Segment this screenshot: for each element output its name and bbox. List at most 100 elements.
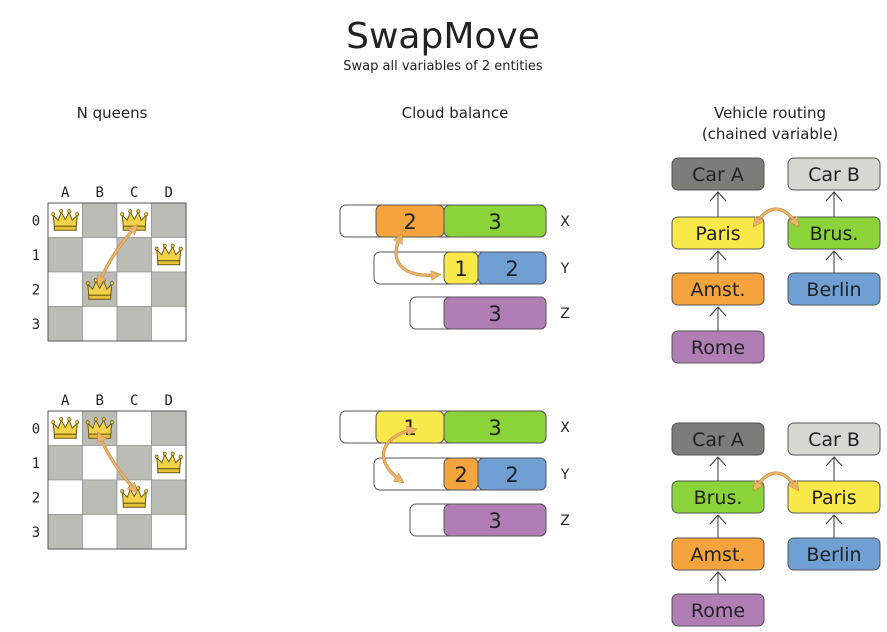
nqueens-title: N queens: [77, 104, 148, 122]
node-label: Berlin: [806, 544, 861, 566]
swap-arrow: [100, 436, 135, 489]
board-square: [47, 479, 83, 515]
board-square: [151, 202, 187, 238]
board-square: [82, 237, 118, 273]
board-col-label: D: [165, 393, 173, 409]
board-square: [116, 271, 152, 307]
process-value: 2: [454, 463, 467, 487]
customer-node: [671, 537, 765, 571]
chain-arrowhead: [709, 514, 727, 525]
vehicle-node: [671, 422, 765, 456]
board-col-label: B: [96, 185, 104, 201]
process-block: [443, 503, 547, 537]
board-square: [82, 306, 118, 342]
node-label: Paris: [811, 487, 856, 509]
board-square: [151, 306, 187, 342]
swap-arrow: [382, 430, 412, 480]
board-square: [116, 410, 152, 446]
process-block: [443, 410, 547, 444]
vehicle-node: [787, 157, 881, 191]
customer-node: [671, 330, 765, 364]
computer-label: X: [560, 214, 570, 230]
customer-node: [787, 537, 881, 571]
board-square: [47, 237, 83, 273]
process-value: 3: [488, 416, 501, 440]
chain-arrowhead: [825, 514, 843, 525]
node-label: Car A: [692, 429, 744, 451]
node-label: Rome: [691, 337, 745, 359]
node-label: Car A: [692, 164, 744, 186]
board-square: [151, 479, 187, 515]
board-row-label: 3: [32, 525, 40, 541]
node-label: Amst.: [691, 544, 746, 566]
cloud-title: Cloud balance: [402, 104, 509, 122]
board-row-label: 3: [32, 317, 40, 333]
process-block: [477, 251, 547, 285]
board-square: [47, 271, 83, 307]
customer-node: [787, 480, 881, 514]
board-col-label: A: [61, 393, 70, 409]
board-col-label: A: [61, 185, 70, 201]
board-row-label: 1: [32, 248, 40, 264]
chain-arrowhead: [709, 191, 727, 202]
node-label: Paris: [695, 223, 740, 245]
process-value: 1: [454, 257, 467, 281]
node-label: Car B: [808, 429, 860, 451]
swap-arrow: [100, 228, 135, 281]
node-label: Car B: [808, 164, 860, 186]
process-value: 3: [488, 302, 501, 326]
computer-label: Z: [560, 306, 570, 322]
board-square: [47, 306, 83, 342]
vehicle-node: [787, 422, 881, 456]
process-value: 2: [505, 257, 518, 281]
swap-arrow: [756, 472, 796, 487]
node-label: Berlin: [806, 279, 861, 301]
node-label: Brus.: [810, 223, 859, 245]
board-row-label: 2: [32, 282, 40, 298]
process-block: [477, 457, 547, 491]
board-border: [47, 202, 187, 342]
process-block: [443, 296, 547, 330]
computer-label: Y: [560, 467, 570, 483]
customer-node: [787, 216, 881, 250]
process-value: 3: [488, 210, 501, 234]
board-col-label: C: [130, 185, 138, 201]
board-square: [82, 202, 118, 238]
board-square: [82, 514, 118, 550]
computer-label: Z: [560, 513, 570, 529]
chain-arrowhead: [709, 306, 727, 317]
customer-node: [671, 216, 765, 250]
board-col-label: D: [165, 185, 173, 201]
chain-arrowhead: [825, 250, 843, 261]
chain-arrowhead: [825, 191, 843, 202]
board-square: [47, 445, 83, 481]
board-square: [151, 410, 187, 446]
board-col-label: C: [130, 393, 138, 409]
board-square: [116, 306, 152, 342]
vehicle-node: [671, 157, 765, 191]
process-value: 2: [403, 210, 416, 234]
process-block: [443, 204, 547, 238]
board-square: [116, 514, 152, 550]
swap-arrow: [756, 208, 796, 223]
page-title: SwapMove: [346, 16, 540, 57]
process-value: 3: [488, 509, 501, 533]
vehicle-title-line2: (chained variable): [702, 125, 838, 143]
process-value: 1: [403, 416, 416, 440]
customer-node: [671, 480, 765, 514]
computer-label: Y: [560, 261, 570, 277]
chain-arrowhead: [825, 456, 843, 467]
chain-arrowhead: [709, 571, 727, 582]
node-label: Brus.: [694, 487, 743, 509]
page-subtitle: Swap all variables of 2 entities: [343, 59, 543, 74]
board-square: [82, 479, 118, 515]
board-square: [82, 445, 118, 481]
